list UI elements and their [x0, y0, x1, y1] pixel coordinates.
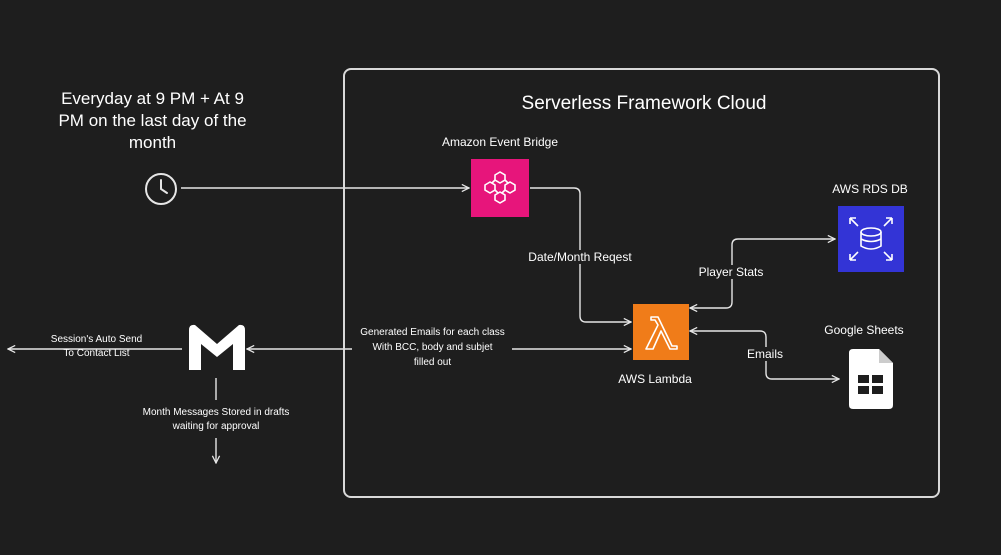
schedule-line-1: Everyday at 9 PM + At 9	[61, 89, 244, 108]
drafts-label: Month Messages Stored in drafts waiting …	[125, 406, 307, 434]
cloud-title: Serverless Framework Cloud	[521, 93, 767, 114]
eventbridge-label: Amazon Event Bridge	[441, 135, 559, 149]
emails-label: Emails	[740, 347, 790, 361]
auto-send-line-2: To Contact List	[63, 348, 130, 359]
lambda-icon	[633, 304, 689, 360]
schedule-line-3: month	[128, 133, 177, 152]
clock-icon	[145, 173, 177, 205]
sheets-label: Google Sheets	[824, 323, 904, 337]
rds-label: AWS RDS DB	[832, 182, 908, 196]
auto-send-label: Session's Auto Send To Contact List	[34, 333, 159, 361]
lambda-label: AWS Lambda	[618, 372, 692, 386]
schedule-line-2: PM on the last day of the	[58, 111, 247, 130]
gmail-icon	[189, 324, 245, 370]
auto-send-line-1: Session's Auto Send	[50, 334, 143, 345]
player-stats-label: Player Stats	[690, 265, 772, 279]
generated-emails-line-1: Generated Emails for each class	[360, 327, 505, 338]
drafts-line-1: Month Messages Stored in drafts	[142, 407, 290, 418]
google-sheets-icon	[849, 349, 893, 409]
drafts-line-2: waiting for approval	[172, 421, 260, 432]
eventbridge-icon	[471, 159, 529, 217]
schedule-text: Everyday at 9 PM + At 9 PM on the last d…	[30, 88, 275, 154]
generated-emails-label: Generated Emails for each class With BCC…	[350, 325, 515, 370]
generated-emails-line-3: filled out	[413, 357, 452, 368]
serverless-cloud-boundary	[343, 68, 940, 498]
rds-database-icon	[838, 206, 904, 272]
generated-emails-line-2: With BCC, body and subjet	[372, 342, 493, 353]
date-month-request-label: Date/Month Reqest	[510, 250, 650, 264]
